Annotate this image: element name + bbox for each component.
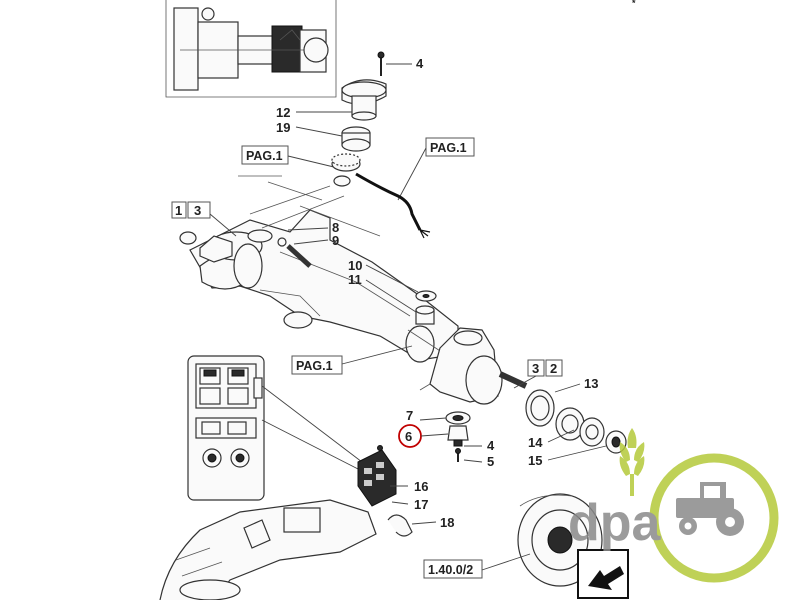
control-panel-inset	[187, 355, 265, 501]
callout-17: 17	[414, 497, 428, 512]
axle-housing-part	[189, 209, 459, 363]
bolt-part	[377, 51, 385, 76]
wiring-harness-part	[355, 172, 431, 239]
section-reference-label: 1.40.0/2	[428, 563, 473, 577]
section-reference-box	[423, 559, 483, 579]
callout-15: 15	[528, 453, 542, 468]
callout-16: 16	[414, 479, 428, 494]
overview-inset	[165, 0, 337, 98]
switch-module-part	[357, 445, 397, 507]
callout-9: 9	[332, 233, 339, 248]
callout-11: 11	[348, 272, 362, 287]
next-page-arrow-icon[interactable]	[577, 549, 629, 599]
callout-3-left: 3	[194, 203, 201, 218]
sensor-bracket-part	[445, 411, 471, 447]
callout-6: 6	[405, 429, 412, 444]
callout-8: 8	[332, 220, 339, 235]
pivot-pin-part	[277, 237, 312, 268]
callout-5: 5	[487, 454, 494, 469]
bearing-part	[341, 126, 371, 152]
svg-text:*: *	[632, 0, 636, 8]
callout-7: 7	[406, 408, 413, 423]
lower-frame-part	[159, 499, 377, 600]
callout-14: 14	[528, 435, 543, 450]
callout-box-3	[187, 201, 211, 219]
callout-12: 12	[276, 105, 290, 120]
callout-13: 13	[584, 376, 598, 391]
callout-18: 18	[440, 515, 454, 530]
washer-bushing-part	[415, 290, 437, 325]
page-reference-label: PAG.1	[296, 359, 333, 373]
callout-2: 2	[550, 361, 557, 376]
dpa-watermark-logo: dpa	[568, 428, 779, 583]
callout-10: 10	[348, 258, 362, 273]
callout-4-top: 4	[416, 56, 424, 71]
flange-cap-part	[341, 79, 387, 121]
screw-part	[455, 448, 461, 462]
page-reference-label: PAG.1	[246, 149, 283, 163]
hub-bearing-part	[555, 407, 605, 447]
clip-part	[387, 514, 413, 537]
bevel-gear-part	[331, 153, 361, 187]
hub-seal-part	[525, 389, 555, 427]
page-reference-box	[241, 145, 289, 165]
callout-4-bottom: 4	[487, 438, 495, 453]
callout-box-1	[171, 201, 187, 219]
page-reference-box	[291, 355, 343, 375]
watermark-text: dpa	[568, 494, 662, 552]
callout-box-2	[545, 359, 563, 377]
callout-3-right: 3	[532, 361, 539, 376]
callout-1: 1	[175, 203, 182, 218]
left-steering-knuckle-part	[179, 229, 273, 263]
callout-19: 19	[276, 120, 290, 135]
right-steering-knuckle-part	[419, 327, 528, 405]
page-reference-box	[425, 137, 475, 157]
page-reference-label: PAG.1	[430, 141, 467, 155]
